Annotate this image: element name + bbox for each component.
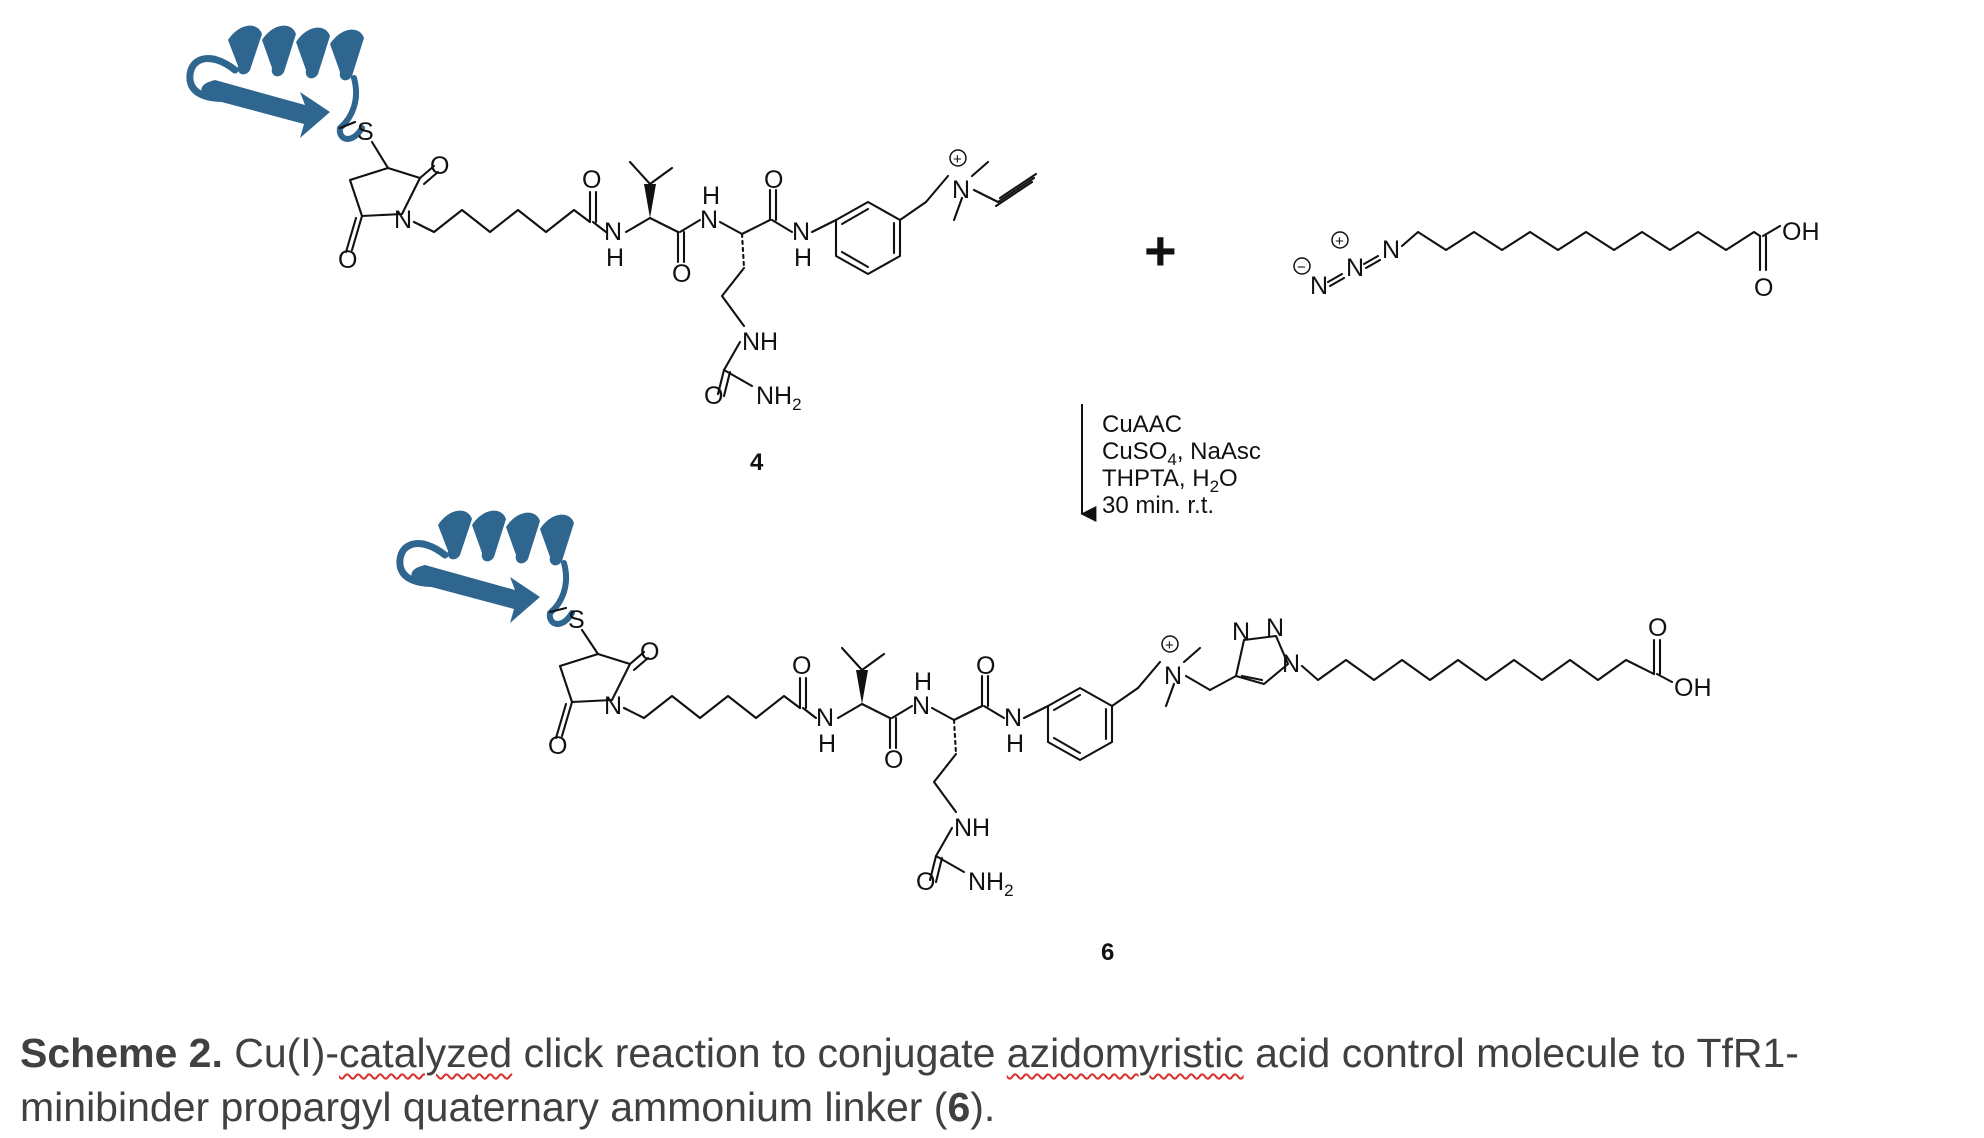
- azide-nitrogen: N: [1346, 254, 1364, 282]
- plus-sign: +: [1144, 219, 1177, 282]
- condition-cuso4: CuSO4, NaAsc: [1102, 438, 1261, 469]
- acid-carbonyl-oxygen: O: [1754, 274, 1773, 302]
- amide-nitrogen: N: [700, 206, 718, 234]
- anilide-nitrogen: N: [792, 218, 810, 246]
- carbonyl-oxygen: O: [640, 638, 659, 666]
- condition-thpta: THPTA, H2O: [1102, 465, 1238, 496]
- caption-text: Cu(I)-: [222, 1030, 339, 1076]
- minibinder-protein-icon: [396, 510, 575, 627]
- carbonyl-oxygen: O: [976, 652, 995, 680]
- ammonium-nitrogen: N: [952, 176, 970, 204]
- anilide-hydrogen: H: [794, 244, 812, 272]
- caption-label: Scheme 2.: [20, 1030, 223, 1076]
- urea-nh2: NH2: [968, 868, 1014, 900]
- sulfur-atom: S: [357, 118, 374, 146]
- urea-oxygen: O: [916, 868, 935, 896]
- imide-nitrogen: N: [394, 206, 412, 234]
- carbonyl-oxygen: O: [582, 166, 601, 194]
- caption-text: acid control molecule to TfR1-minibinder…: [20, 1030, 1799, 1130]
- spellcheck-word: azidomyristic: [1006, 1030, 1244, 1076]
- triazole-nitrogen: N: [1232, 618, 1250, 646]
- amide-nitrogen: N: [912, 692, 930, 720]
- acid-hydroxyl: OH: [1782, 218, 1820, 246]
- amide-hydrogen: H: [818, 730, 836, 758]
- carbonyl-oxygen: O: [338, 246, 357, 274]
- sulfur-atom: S: [568, 606, 585, 634]
- acid-hydroxyl: OH: [1674, 674, 1712, 702]
- urea-nh2: NH2: [756, 382, 802, 414]
- azide-nitrogen: N: [1310, 272, 1328, 300]
- urea-nitrogen: NH: [954, 814, 990, 842]
- minibinder-protein-icon: [186, 25, 365, 142]
- caption-text: ).: [970, 1084, 996, 1130]
- positive-charge: +: [1165, 637, 1174, 654]
- acid-carbonyl-oxygen: O: [1648, 614, 1667, 642]
- spellcheck-word: catalyzed: [339, 1030, 513, 1076]
- compound-4-structure: S O O N O N H O N H NH: [186, 25, 1038, 476]
- amide-hydrogen: H: [702, 182, 720, 210]
- condition-time: 30 min. r.t.: [1102, 492, 1214, 519]
- caption-text: click reaction to conjugate: [512, 1030, 1007, 1076]
- carbonyl-oxygen: O: [430, 152, 449, 180]
- negative-charge: −: [1297, 259, 1306, 276]
- condition-cuaac: CuAAC: [1102, 411, 1182, 438]
- carbonyl-oxygen: O: [672, 260, 691, 288]
- carbonyl-oxygen: O: [884, 746, 903, 774]
- amide-nitrogen: N: [816, 704, 834, 732]
- carbonyl-oxygen: O: [764, 166, 783, 194]
- urea-oxygen: O: [704, 382, 723, 410]
- scheme-caption: Scheme 2. Cu(I)-catalyzed click reaction…: [20, 1026, 1970, 1134]
- ammonium-nitrogen: N: [1164, 662, 1182, 690]
- positive-charge: +: [953, 151, 962, 168]
- imide-nitrogen: N: [604, 692, 622, 720]
- azide-nitrogen: N: [1382, 236, 1400, 264]
- anilide-nitrogen: N: [1004, 704, 1022, 732]
- compound-6-label: 6: [1101, 939, 1114, 966]
- triazole-nitrogen: N: [1266, 614, 1284, 642]
- positive-charge: +: [1335, 233, 1344, 250]
- compound-4-label: 4: [750, 449, 764, 476]
- amide-hydrogen: H: [606, 244, 624, 272]
- amide-hydrogen: H: [914, 668, 932, 696]
- azidomyristic-acid-structure: − N N + N O OH: [1293, 218, 1820, 302]
- urea-nitrogen: NH: [742, 328, 778, 356]
- anilide-hydrogen: H: [1006, 730, 1024, 758]
- reaction-conditions: CuAAC CuSO4, NaAsc THPTA, H2O 30 min. r.…: [1102, 411, 1261, 519]
- caption-compound-ref: 6: [947, 1084, 971, 1130]
- compound-6-structure: S O O N O N H O N H NH O NH: [396, 510, 1712, 966]
- triazole-nitrogen: N: [1282, 650, 1300, 678]
- carbonyl-oxygen: O: [548, 732, 567, 760]
- amide-nitrogen: N: [604, 218, 622, 246]
- carbonyl-oxygen: O: [792, 652, 811, 680]
